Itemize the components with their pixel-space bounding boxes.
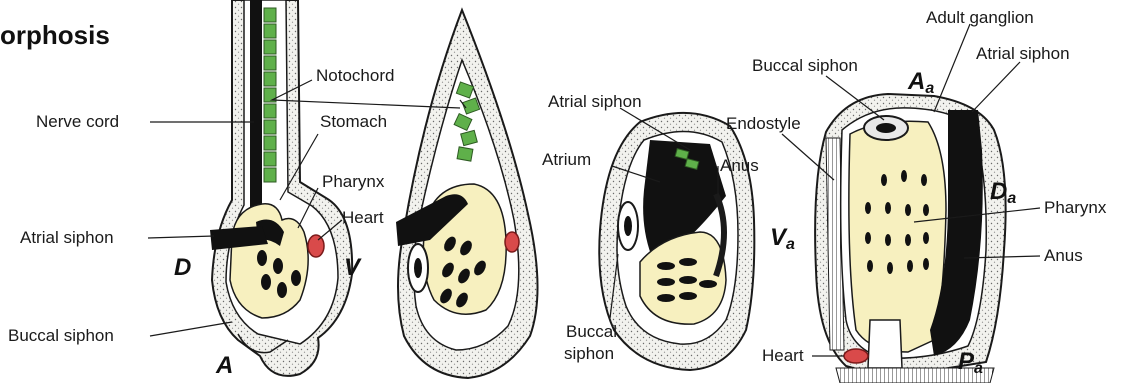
- mid-buccal-center: [624, 216, 632, 236]
- early-juvenile-panel: [396, 10, 538, 378]
- label-buccal-siphon-larva: Buccal siphon: [8, 326, 114, 346]
- label-pharynx-larva: Pharynx: [322, 172, 384, 192]
- juvenile-heart: [505, 232, 519, 252]
- label-anus-mid: Anus: [720, 156, 759, 176]
- adult-ganglion: [876, 123, 896, 133]
- adult-pharynx: [849, 121, 946, 352]
- larva-heart: [308, 235, 324, 257]
- label-atrium: Atrium: [542, 150, 591, 170]
- axis-pa-adult: Pa: [958, 348, 983, 378]
- axis-aa-adult: Aa: [908, 68, 934, 98]
- label-adult-ganglion: Adult ganglion: [926, 8, 1034, 28]
- label-heart-larva: Heart: [342, 208, 384, 228]
- label-atrial-siphon-adult: Atrial siphon: [976, 44, 1070, 64]
- label-nerve-cord: Nerve cord: [36, 112, 119, 132]
- label-endostyle: Endostyle: [726, 114, 801, 134]
- label-pharynx-adult: Pharynx: [1044, 198, 1106, 218]
- label-notochord: Notochord: [316, 66, 394, 86]
- axis-d-larva: D: [174, 254, 191, 282]
- axis-va-adult: Va: [770, 224, 795, 254]
- larva-notochord: [264, 8, 276, 182]
- label-atrial-siphon-larva: Atrial siphon: [20, 228, 114, 248]
- mid-metamorphosis-panel: [599, 113, 754, 370]
- larva-nerve-cord: [250, 0, 262, 215]
- adult-stalk: [868, 320, 902, 368]
- label-anus-adult: Anus: [1044, 246, 1083, 266]
- axis-v-larva: V: [344, 254, 360, 282]
- label-atrial-siphon-mid: Atrial siphon: [548, 92, 642, 112]
- label-buccal-mid-2: siphon: [564, 344, 614, 364]
- label-heart-adult: Heart: [762, 346, 804, 366]
- adult-panel: [815, 94, 1006, 383]
- figure-title: orphosis: [0, 20, 110, 51]
- axis-a-larva: A: [216, 352, 233, 380]
- label-buccal-mid-1: Buccal: [566, 322, 617, 342]
- adult-heart: [844, 349, 868, 363]
- label-stomach: Stomach: [320, 112, 387, 132]
- label-buccal-siphon-adult: Buccal siphon: [752, 56, 858, 76]
- juvenile-buccal-center: [414, 258, 422, 278]
- axis-da-adult: Da: [990, 178, 1016, 208]
